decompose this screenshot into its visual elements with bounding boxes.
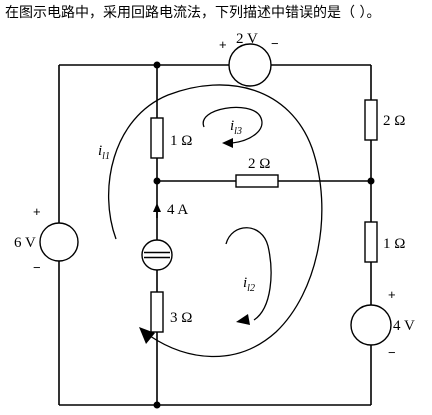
loop-l2-path: [225, 227, 272, 321]
node-bottom: [153, 401, 161, 409]
loop-l1-path: [107, 84, 323, 358]
loop-l3-symbol: i: [230, 118, 234, 134]
node-top: [153, 61, 161, 69]
resistor-3ohm: 3 Ω: [150, 291, 192, 333]
resistor-2ohm-right-label: 2 Ω: [383, 113, 405, 129]
loop-l1-symbol: i: [98, 143, 102, 159]
current-source-arrow-icon: [153, 203, 161, 212]
node-middle: [153, 177, 161, 185]
loop-l2-arrow-icon: [236, 314, 250, 325]
loop-l2-subscript: l2: [247, 283, 255, 294]
current-source-label: 4 A: [167, 202, 188, 218]
voltage-source-4v: + 4 V −: [350, 287, 415, 360]
source-4v-minus: −: [388, 345, 396, 360]
voltage-source-6v: + 6 V −: [14, 204, 79, 275]
loop-l3-label: il3: [230, 118, 242, 137]
source-2v-plus: +: [219, 37, 227, 52]
loop-l3-path: [202, 106, 263, 144]
resistor-3ohm-label: 3 Ω: [170, 310, 192, 326]
voltage-source-2v: + 2 V −: [219, 31, 279, 87]
source-2v-label: 2 V: [236, 31, 258, 47]
node-right: [367, 177, 375, 185]
resistor-2ohm-right: 2 Ω: [364, 99, 405, 141]
loop-l1-arrow-icon: [139, 327, 155, 344]
loop-l2: il2: [225, 227, 272, 325]
resistor-2ohm-middle: 2 Ω: [235, 156, 279, 188]
loop-l3: il3: [202, 106, 263, 148]
resistor-1ohm-left: 1 Ω: [150, 117, 192, 159]
wires: [58, 64, 372, 406]
loop-l1-subscript: l1: [102, 151, 110, 162]
resistor-1ohm-right-label: 1 Ω: [383, 236, 405, 252]
source-6v-plus: +: [33, 204, 41, 219]
source-6v-minus: −: [33, 260, 41, 275]
source-4v-plus: +: [388, 287, 396, 302]
resistor-1ohm-right: 1 Ω: [364, 221, 405, 263]
resistor-2ohm-middle-label: 2 Ω: [248, 156, 270, 172]
loop-l2-symbol: i: [243, 275, 247, 291]
loop-l2-label: il2: [243, 275, 255, 294]
question-text: 在图示电路中，采用回路电流法，下列描述中错误的是（ ）。: [5, 5, 381, 21]
loop-l1-label: il1: [98, 143, 110, 162]
junction-nodes: [153, 61, 375, 409]
source-4v-label: 4 V: [393, 318, 415, 334]
source-6v-label: 6 V: [14, 235, 36, 251]
loop-l3-arrow-icon: [222, 138, 233, 148]
source-2v-minus: −: [271, 36, 279, 51]
resistor-1ohm-left-label: 1 Ω: [170, 133, 192, 149]
loop-l3-subscript: l3: [234, 126, 242, 137]
current-source-4a: 4 A: [141, 202, 188, 271]
loop-l1: il1: [98, 84, 323, 358]
